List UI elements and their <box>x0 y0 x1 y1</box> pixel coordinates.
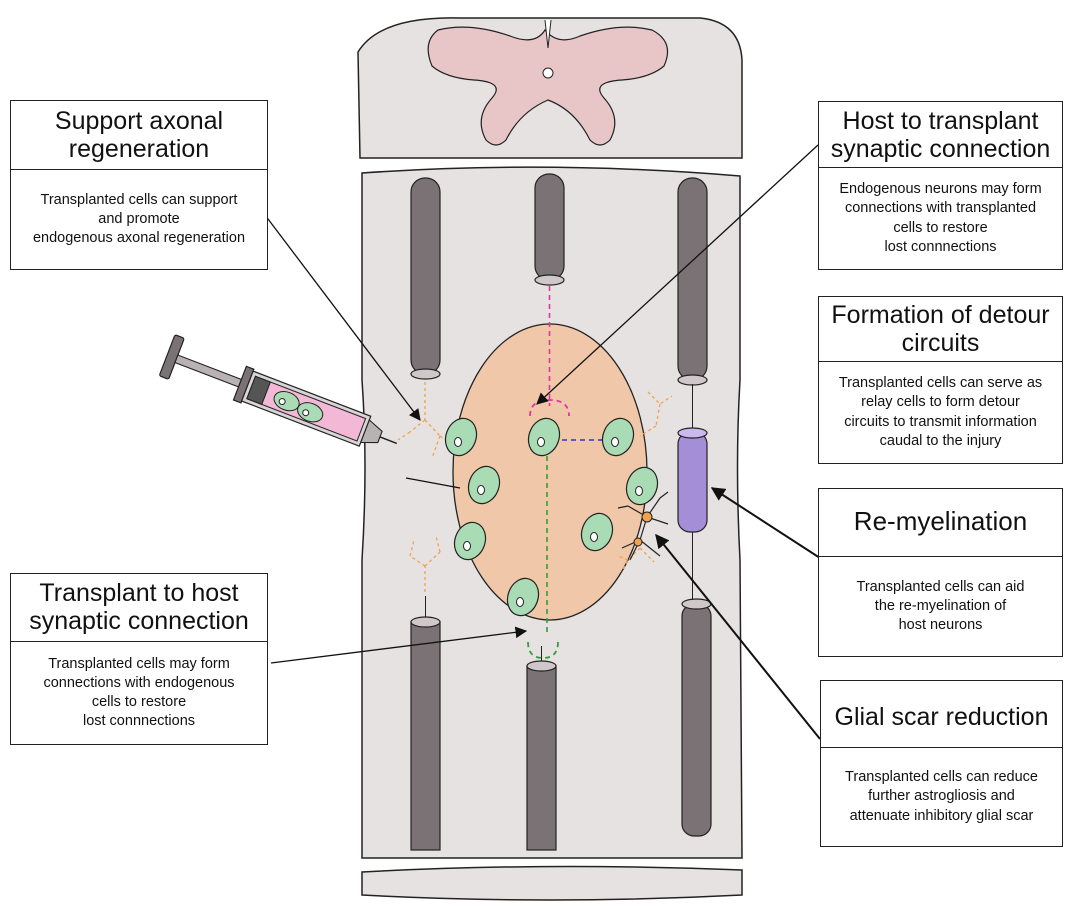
box-remyelination: Re-myelination Transplanted cells can ai… <box>818 488 1063 657</box>
box-support-axonal-regeneration: Support axonal regeneration Transplanted… <box>10 100 268 270</box>
cord-bottom-segment <box>362 866 742 900</box>
box-detour-circuits: Formation of detour circuits Transplante… <box>818 296 1063 464</box>
box-body: Transplanted cells can aid the re-myelin… <box>819 557 1062 656</box>
box-title: Transplant to host synaptic connection <box>11 574 267 641</box>
box-title: Glial scar reduction <box>821 681 1062 747</box>
box-transplant-to-host: Transplant to host synaptic connection T… <box>10 573 268 745</box>
box-title: Support axonal regeneration <box>11 101 267 169</box>
box-title: Re-myelination <box>819 489 1062 556</box>
central-canal <box>543 68 553 78</box>
box-title: Host to transplant synaptic connection <box>819 102 1062 167</box>
box-body: Transplanted cells can serve as relay ce… <box>819 362 1062 463</box>
box-glial-scar-reduction: Glial scar reduction Transplanted cells … <box>820 680 1063 847</box>
box-body: Transplanted cells can support and promo… <box>11 170 267 269</box>
box-body: Transplanted cells may form connections … <box>11 642 267 744</box>
cord-cross-section <box>358 18 742 158</box>
box-body: Transplanted cells can reduce further as… <box>821 748 1062 846</box>
box-title: Formation of detour circuits <box>819 297 1062 361</box>
box-body: Endogenous neurons may form connections … <box>819 168 1062 269</box>
box-host-to-transplant: Host to transplant synaptic connection E… <box>818 101 1063 270</box>
